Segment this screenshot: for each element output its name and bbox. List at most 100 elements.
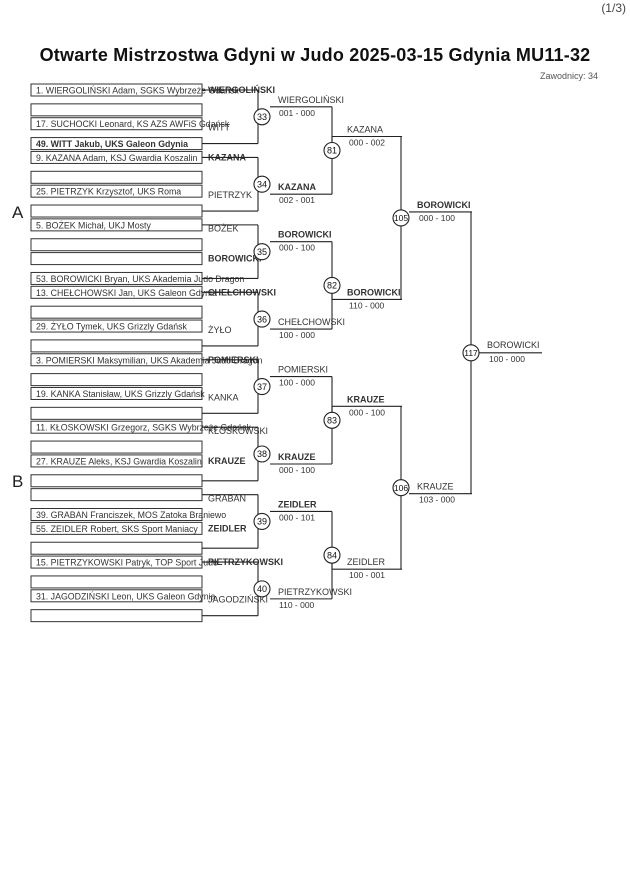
competitor-name: 3. POMIERSKI Maksymilian, UKS Akademia J…: [36, 355, 262, 365]
match-winner: CHEŁCHOWSKI: [278, 317, 345, 327]
match-score: 000 - 100: [349, 407, 385, 417]
competitor-box: [30, 339, 203, 353]
fight-number: 38: [257, 449, 267, 459]
competitor-box: [30, 406, 203, 420]
match-score: 100 - 000: [279, 330, 315, 340]
competitor-box: [30, 103, 203, 117]
fight-number-circle: [253, 512, 271, 530]
match-score: 000 - 100: [279, 465, 315, 475]
section-label-b: B: [12, 472, 24, 491]
advancer-name: ŻYŁO: [208, 325, 232, 335]
competitor-name: 1. WIERGOLIŃSKI Adam, SGKS Wybrzeże Gdań…: [36, 86, 239, 96]
section-label-a: A: [12, 203, 24, 222]
competitor-name: 17. SUCHOCKI Leonard, KS AZS AWFiS Gdańs…: [36, 119, 230, 129]
match-score: 103 - 000: [419, 495, 455, 505]
page-number: (1/3): [601, 1, 626, 15]
match-score: 110 - 000: [279, 600, 315, 610]
advancer-name: WITT: [208, 123, 230, 133]
competitor-box: [30, 204, 203, 218]
match-winner: WIERGOLIŃSKI: [278, 95, 344, 105]
competitor-box: [30, 184, 203, 198]
competitor-name: 31. JAGODZIŃSKI Leon, UKS Galeon Gdynia: [36, 591, 216, 601]
fight-number-circle: [392, 209, 410, 227]
competitor-box: [30, 609, 203, 623]
fight-number: 105: [394, 213, 408, 223]
fight-number-circle: [253, 377, 271, 396]
page-title: Otwarte Mistrzostwa Gdyni w Judo 2025-03…: [39, 45, 591, 65]
competitor-box: [30, 319, 203, 333]
fight-number: 37: [257, 382, 267, 392]
match-winner: POMIERSKI: [278, 365, 328, 375]
advancer-name: KŁOSKOWSKI: [208, 426, 268, 436]
match-score: 100 - 000: [489, 354, 525, 364]
competitor-box: [30, 488, 203, 502]
match-winner: BOROWICKI: [278, 230, 332, 240]
competitor-name: 27. KRAUZE Aleks, KSJ Gwardia Koszalin: [36, 456, 202, 466]
competitor-box: [30, 521, 203, 535]
fight-number-circle: [253, 175, 271, 193]
competitor-box: [30, 541, 203, 555]
fight-number: 40: [257, 584, 267, 594]
competitor-name: 39. GRABAN Franciszek, MOS Zatoka Branie…: [36, 510, 226, 520]
competitor-name: 11. KŁOSKOWSKI Grzegorz, SGKS Wybrzeże G…: [36, 423, 251, 433]
competitor-box: [30, 117, 203, 131]
match-winner: PIETRZYKOWSKI: [278, 587, 352, 597]
competitor-box: [30, 238, 203, 252]
match-winner: ZEIDLER: [347, 557, 386, 567]
competitor-name: 29. ŻYŁO Tymek, UKS Grizzly Gdańsk: [36, 322, 187, 332]
match-score: 000 - 100: [419, 213, 455, 223]
fight-number: 36: [257, 314, 267, 324]
competitor-name: 49. WITT Jakub, UKS Galeon Gdynia: [36, 139, 188, 149]
fight-number: 82: [327, 281, 337, 291]
competitor-name: 5. BOŻEK Michał, UKJ Mosty: [36, 220, 151, 230]
competitor-box: [30, 305, 203, 319]
competitor-name: 55. ZEIDLER Robert, SKS Sport Maniacy: [36, 524, 198, 534]
fight-number: 34: [257, 179, 267, 189]
fight-number: 39: [257, 517, 267, 527]
match-score: 002 - 001: [279, 195, 315, 205]
match-score: 000 - 100: [279, 243, 315, 253]
match-score: 110 - 000: [349, 300, 385, 310]
match-winner: KAZANA: [278, 182, 316, 192]
advancer-name: KANKA: [208, 392, 239, 402]
competitor-name: 15. PIETRZYKOWSKI Patryk, TOP Sport Judo: [36, 558, 218, 568]
advancer-name: GRABAN: [208, 494, 246, 504]
fight-number: 35: [257, 247, 267, 257]
fight-number: 117: [464, 348, 478, 358]
fight-number-circle: [392, 479, 410, 497]
fight-number: 106: [394, 483, 408, 493]
competitor-box: [30, 170, 203, 184]
match-winner: ZEIDLER: [278, 499, 317, 509]
fight-number-circle: [253, 580, 271, 598]
competitor-name: 13. CHEŁCHOWSKI Jan, UKS Galeon Gdynia: [36, 288, 217, 298]
competitor-name: 25. PIETRZYK Krzysztof, UKS Roma: [36, 187, 181, 197]
advancer-name: JAGODZIŃSKI: [208, 595, 268, 605]
match-winner: KRAUZE: [417, 482, 454, 492]
fight-number-circle: [253, 445, 271, 463]
fight-number: 33: [257, 112, 267, 122]
competitor-box: [30, 474, 203, 488]
fight-number: 81: [327, 146, 337, 156]
advancer-name: BOŻEK: [208, 224, 239, 234]
advancer-name: KRAUZE: [208, 456, 246, 466]
fight-number: 84: [327, 550, 337, 560]
competitor-box: [30, 373, 203, 387]
fight-number-circle: [253, 108, 271, 126]
fight-number-circle: [253, 310, 271, 328]
competitor-box: [30, 589, 203, 603]
tournament-winner: BOROWICKI: [487, 340, 540, 350]
competitor-box: [30, 575, 203, 589]
competitor-box: [30, 386, 203, 400]
competitor-name: 53. BOROWICKI Bryan, UKS Akademia Judo D…: [36, 274, 244, 284]
competitor-box: [30, 440, 203, 454]
competitor-name: 9. KAZANA Adam, KSJ Gwardia Koszalin: [36, 153, 197, 163]
match-score: 000 - 002: [349, 138, 385, 148]
competitors-count: Zawodnicy: 34: [539, 71, 598, 81]
match-winner: KAZANA: [347, 125, 383, 135]
match-winner: BOROWICKI: [417, 200, 471, 210]
advancer-name: PIETRZYK: [208, 190, 252, 200]
fight-number-circle: [253, 243, 271, 261]
advancer-name: ZEIDLER: [208, 523, 247, 533]
